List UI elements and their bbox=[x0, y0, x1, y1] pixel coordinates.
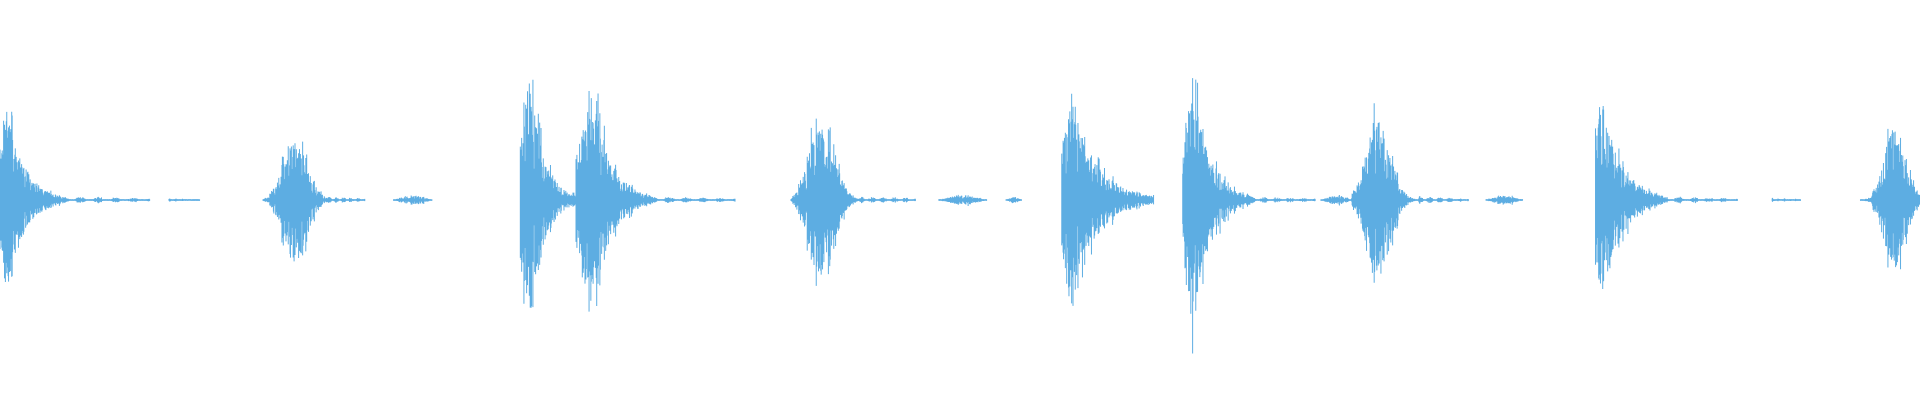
waveform-segment-burst-8 bbox=[1351, 103, 1420, 283]
waveform-segment-blip-7b bbox=[1320, 194, 1353, 206]
waveform-segment-tail-5a bbox=[859, 196, 917, 204]
waveform-samples bbox=[650, 196, 736, 204]
waveform-samples bbox=[1662, 196, 1738, 204]
waveform-samples bbox=[327, 196, 366, 203]
waveform-samples bbox=[393, 195, 433, 205]
waveform-samples bbox=[1595, 106, 1664, 290]
waveform-segment-tail-9b bbox=[1771, 197, 1802, 202]
waveform-segment-tail-7a bbox=[1249, 196, 1316, 204]
waveform-samples bbox=[859, 196, 917, 204]
waveform-segment-blip-5c bbox=[1005, 197, 1022, 204]
waveform-segment-burst-10 bbox=[1859, 128, 1920, 270]
waveform-samples bbox=[262, 141, 329, 262]
waveform-samples bbox=[60, 196, 151, 204]
waveform-samples bbox=[575, 90, 652, 312]
waveform-samples bbox=[1485, 195, 1524, 205]
waveform-segment-burst-5 bbox=[790, 118, 861, 286]
waveform-samples bbox=[938, 194, 988, 207]
waveform-segment-tail-4a bbox=[650, 196, 736, 204]
waveform-samples bbox=[168, 198, 201, 202]
waveform-samples bbox=[1061, 93, 1155, 306]
waveform-samples bbox=[1005, 197, 1022, 204]
waveform-samples bbox=[790, 118, 861, 286]
waveform-samples bbox=[1859, 128, 1920, 270]
waveform-segment-burst-7 bbox=[1182, 78, 1251, 354]
waveform-samples bbox=[0, 111, 62, 282]
waveform-segment-blip-2b bbox=[393, 195, 433, 205]
waveform-segment-blip-8b bbox=[1485, 195, 1524, 205]
waveform-samples bbox=[1418, 196, 1469, 204]
waveform-samples bbox=[1351, 103, 1420, 283]
waveform-segment-tail-1b bbox=[168, 198, 201, 202]
waveform-samples bbox=[1182, 78, 1251, 354]
waveform-samples bbox=[519, 79, 577, 308]
waveform-samples bbox=[1320, 194, 1353, 206]
waveform-segment-burst-3 bbox=[519, 79, 577, 308]
waveform-samples bbox=[1249, 196, 1316, 204]
waveform-segment-blip-5b bbox=[938, 194, 988, 207]
waveform-segment-tail-9a bbox=[1662, 196, 1738, 204]
waveform-segment-burst-1 bbox=[0, 111, 62, 282]
waveform-segment-tail-2a bbox=[327, 196, 366, 203]
waveform-segment-burst-6 bbox=[1061, 93, 1155, 306]
waveform-segment-burst-4 bbox=[575, 90, 652, 312]
waveform-segment-burst-2 bbox=[262, 141, 329, 262]
waveform-segment-tail-1a bbox=[60, 196, 151, 204]
waveform-segment-tail-8a bbox=[1418, 196, 1469, 204]
waveform-samples bbox=[1771, 197, 1802, 202]
waveform-segment-burst-9 bbox=[1595, 106, 1664, 290]
